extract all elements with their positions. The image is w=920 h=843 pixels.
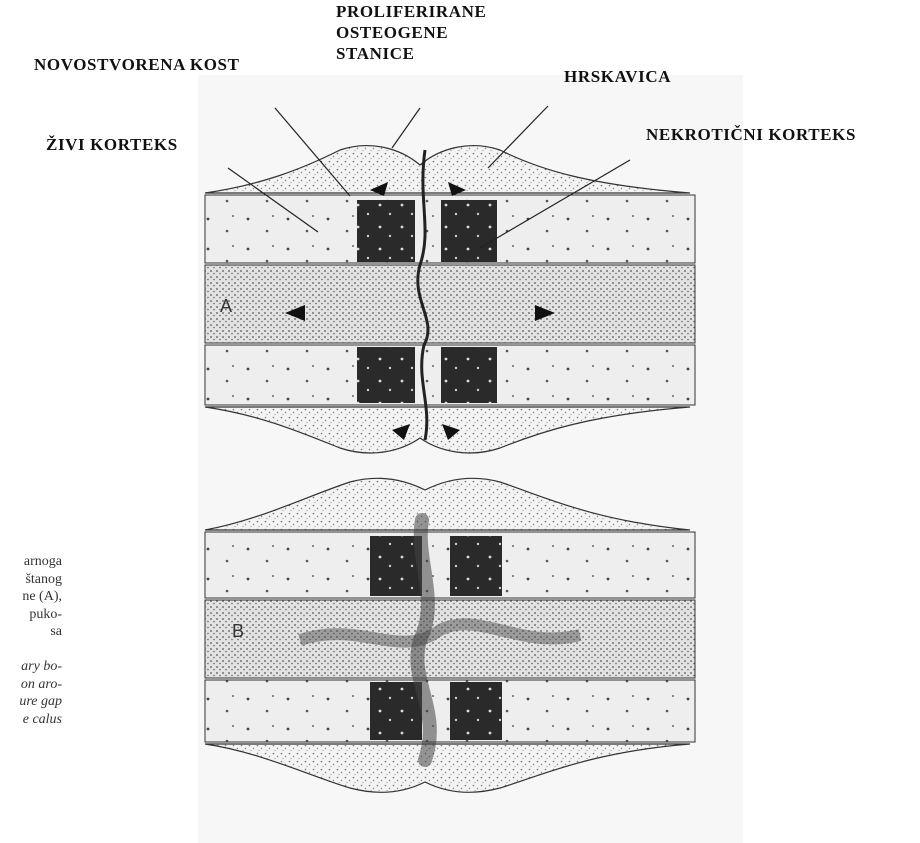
label-living-cortex: ŽIVI KORTEKS (46, 135, 178, 155)
label-necrotic-cortex: NEKROTIČNI KORTEKS (646, 125, 856, 145)
label-proliferating-cells-line1: PROLIFERIRANE (336, 2, 486, 22)
caption-line: e calus (0, 711, 62, 729)
panel-b-drawing (205, 478, 695, 792)
caption-line: štanog (0, 571, 62, 589)
caption-english: ary bo- on aro- ure gap e calus (0, 658, 62, 728)
caption-line: on aro- (0, 676, 62, 694)
label-new-bone: NOVOSTVORENA KOST (34, 55, 240, 75)
caption-line: sa (0, 623, 62, 641)
panel-letter-b: B (232, 621, 244, 642)
panel-letter-a: A (220, 296, 232, 317)
caption-line: arnoga (0, 553, 62, 571)
label-proliferating-cells-line3: STANICE (336, 44, 415, 64)
panel-a-drawing (205, 146, 695, 453)
label-cartilage: HRSKAVICA (564, 67, 671, 87)
label-proliferating-cells-line2: OSTEOGENE (336, 23, 448, 43)
caption-line: ure gap (0, 693, 62, 711)
caption-croatian: arnoga štanog ne (A), puko- sa (0, 553, 62, 641)
caption-line: ne (A), (0, 588, 62, 606)
caption-line: ary bo- (0, 658, 62, 676)
caption-line: puko- (0, 606, 62, 624)
